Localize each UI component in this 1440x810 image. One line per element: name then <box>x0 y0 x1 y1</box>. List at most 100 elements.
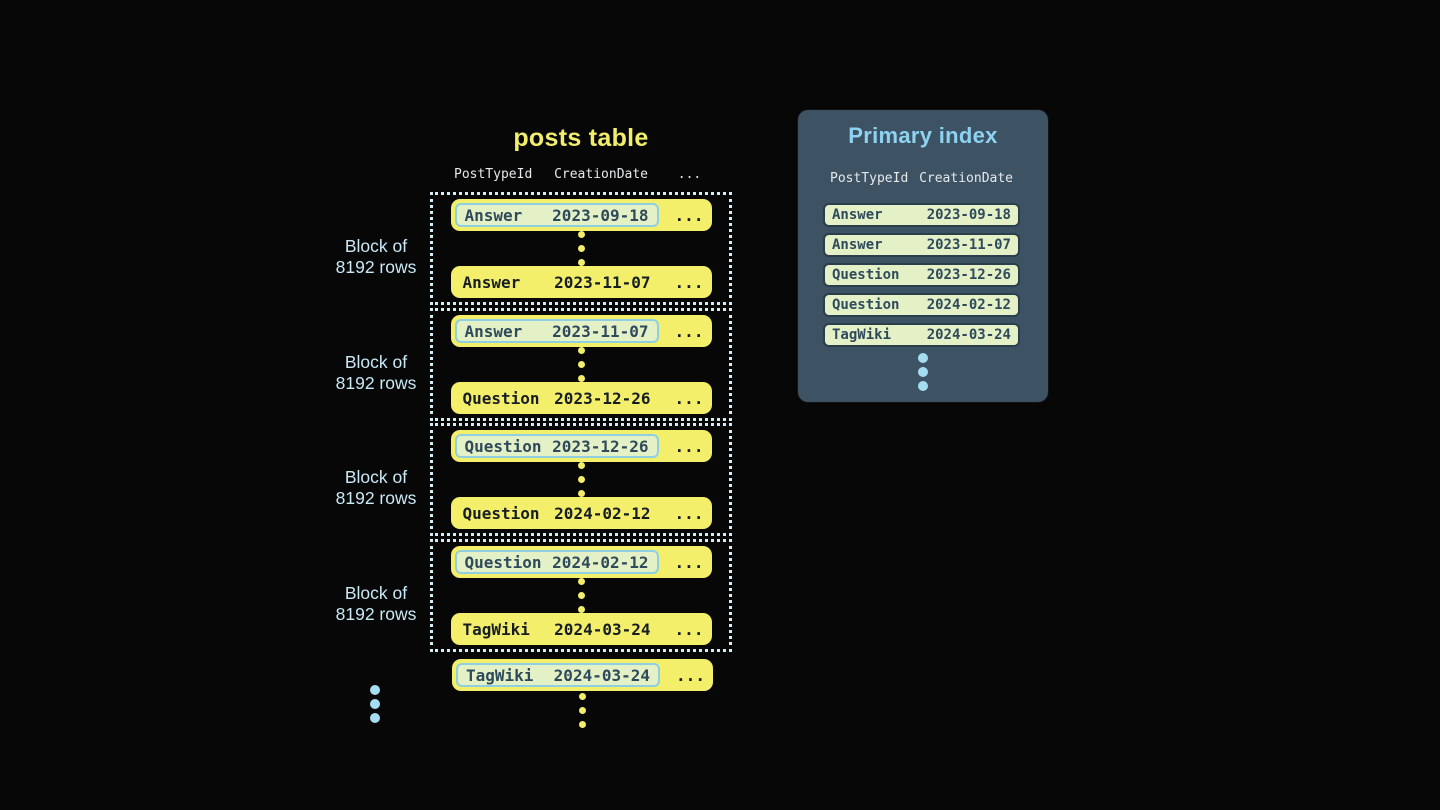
dot <box>579 707 586 714</box>
table-row-first: Answer 2023-11-07 ... <box>450 315 712 347</box>
entry-creation-date: 2024-03-24 <box>926 327 1011 343</box>
index-entry-5: TagWiki 2024-03-24 <box>823 323 1020 347</box>
rows-ellipsis-dots <box>577 578 585 613</box>
block-label-line1: Block of <box>344 236 408 256</box>
row-values: Answer 2023-11-07 <box>455 270 659 294</box>
entry-post-type: TagWiki <box>832 327 892 343</box>
block-label-line2: 8192 rows <box>335 488 417 508</box>
dot <box>577 606 585 613</box>
dot <box>577 578 585 585</box>
row-ellipsis: ... <box>674 321 704 341</box>
row-creation-date: 2023-12-26 <box>552 436 649 456</box>
row-block-2: Answer 2023-11-07 ... Question 2023-12-2… <box>430 308 732 421</box>
row-ellipsis: ... <box>674 503 704 523</box>
block-label-line1: Block of <box>344 467 408 487</box>
primary-index-panel: Primary index PostTypeId CreationDate An… <box>798 110 1048 402</box>
block-label-3: Block of 8192 rows <box>306 467 446 509</box>
index-entry-4: Question 2024-02-12 <box>823 293 1020 317</box>
table-row-last: TagWiki 2024-03-24 ... <box>450 613 712 645</box>
row-creation-date: 2024-02-12 <box>554 503 651 523</box>
dot <box>579 693 586 700</box>
row-post-type: Question <box>462 503 540 523</box>
entry-creation-date: 2023-09-18 <box>926 207 1011 223</box>
entry-creation-date: 2023-12-26 <box>926 267 1011 283</box>
row-ellipsis: ... <box>674 272 704 292</box>
rows-ellipsis-dots <box>577 231 585 266</box>
block-label-2: Block of 8192 rows <box>306 352 446 394</box>
row-post-type: Question <box>464 436 542 456</box>
row-creation-date: 2024-03-24 <box>554 619 651 639</box>
dot <box>577 231 585 238</box>
column-header-posttypeid: PostTypeId <box>454 167 533 182</box>
table-row-first: Question 2024-02-12 ... <box>450 546 712 578</box>
block-label-line2: 8192 rows <box>335 604 417 624</box>
row-creation-date: 2023-11-07 <box>552 321 649 341</box>
column-header-posttypeid: PostTypeId <box>830 171 909 186</box>
dot <box>577 347 585 354</box>
dot <box>370 699 380 709</box>
column-header-creationdate: CreationDate <box>919 171 1013 186</box>
dot <box>579 721 586 728</box>
row-post-type: Answer <box>464 205 523 225</box>
posts-table-title: posts table <box>513 124 649 152</box>
rows-ellipsis-dots <box>577 347 585 382</box>
dot <box>577 259 585 266</box>
column-header-ellipsis: ... <box>677 167 702 182</box>
row-values: TagWiki 2024-03-24 <box>455 617 659 641</box>
row-post-type: TagWiki <box>466 665 534 685</box>
dot <box>577 361 585 368</box>
row-post-type: TagWiki <box>462 619 530 639</box>
table-continuation-dots <box>452 693 713 728</box>
dot <box>918 367 928 377</box>
row-ellipsis: ... <box>674 388 704 408</box>
row-block-1: Answer 2023-09-18 ... Answer 2023-11-07 … <box>430 192 732 305</box>
row-post-type: Answer <box>462 272 521 292</box>
dot <box>577 490 585 497</box>
dot <box>370 713 380 723</box>
dot <box>370 685 380 695</box>
row-block-3: Question 2023-12-26 ... Question 2024-02… <box>430 423 732 536</box>
block-label-line2: 8192 rows <box>335 257 417 277</box>
entry-post-type: Answer <box>832 237 883 253</box>
row-post-type: Question <box>464 552 542 572</box>
column-header-creationdate: CreationDate <box>554 167 648 182</box>
posts-table-header-main: PostTypeId CreationDate <box>449 167 653 182</box>
table-row-last: Question 2023-12-26 ... <box>450 382 712 414</box>
row-creation-date: 2023-11-07 <box>554 272 651 292</box>
dot <box>577 476 585 483</box>
dot <box>577 462 585 469</box>
index-entry-2: Answer 2023-11-07 <box>823 233 1020 257</box>
row-creation-date: 2024-02-12 <box>552 552 649 572</box>
dot <box>577 245 585 252</box>
dot <box>577 592 585 599</box>
index-entry-3: Question 2023-12-26 <box>823 263 1020 287</box>
entry-post-type: Answer <box>832 207 883 223</box>
row-highlight-pill: TagWiki 2024-03-24 <box>456 663 660 687</box>
table-row-first: Answer 2023-09-18 ... <box>450 199 712 231</box>
row-creation-date: 2024-03-24 <box>553 665 650 685</box>
table-row-last: Question 2024-02-12 ... <box>450 497 712 529</box>
table-row-first: Question 2023-12-26 ... <box>450 430 712 462</box>
row-ellipsis: ... <box>674 205 704 225</box>
dot <box>577 375 585 382</box>
row-post-type: Answer <box>464 321 523 341</box>
row-values: Question 2023-12-26 <box>455 386 659 410</box>
row-highlight-pill: Question 2024-02-12 <box>454 550 659 574</box>
row-creation-date: 2023-09-18 <box>552 205 649 225</box>
blocks-continuation-dots <box>345 685 405 723</box>
entry-post-type: Question <box>832 267 900 283</box>
row-ellipsis: ... <box>674 619 704 639</box>
row-ellipsis: ... <box>676 665 705 685</box>
index-continuation-dots-wrap <box>798 353 1048 391</box>
row-ellipsis: ... <box>674 436 704 456</box>
row-highlight-pill: Answer 2023-11-07 <box>454 319 659 343</box>
next-block-first-row: TagWiki 2024-03-24 ... <box>452 659 713 691</box>
entry-creation-date: 2024-02-12 <box>926 297 1011 313</box>
rows-ellipsis-dots <box>577 462 585 497</box>
primary-index-column-headers: PostTypeId CreationDate <box>823 171 1020 186</box>
block-label-line1: Block of <box>344 583 408 603</box>
block-label-line1: Block of <box>344 352 408 372</box>
posts-table-column-headers: PostTypeId CreationDate ... <box>449 167 718 182</box>
dot <box>918 381 928 391</box>
